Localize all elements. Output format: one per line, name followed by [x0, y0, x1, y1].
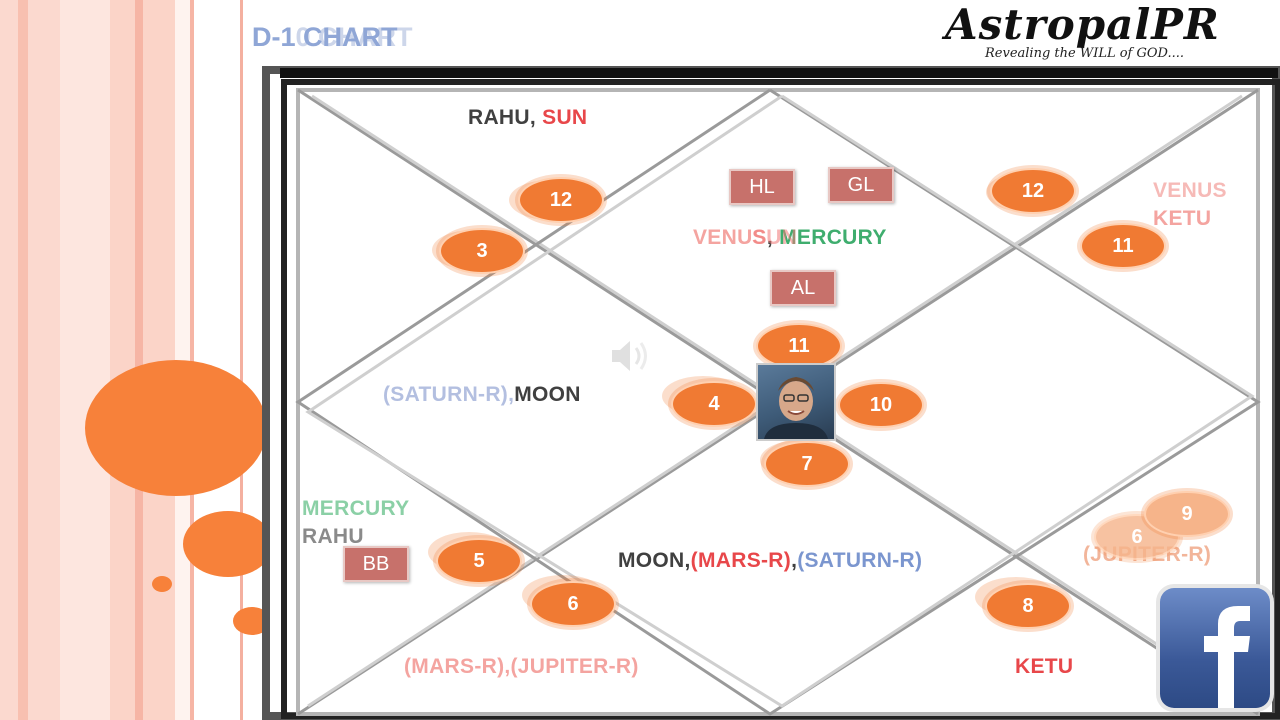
- avatar-image: [758, 365, 834, 439]
- speaker-icon[interactable]: [608, 336, 654, 376]
- gl-box: GL: [828, 167, 894, 203]
- al-box: AL: [770, 270, 836, 306]
- bb-box: BB: [343, 546, 409, 582]
- hl-box: HL: [729, 169, 795, 205]
- house-number-oval: 6: [530, 581, 616, 627]
- planet-saturn-r: (SATURN-R),: [383, 383, 514, 406]
- placement-bottom-left-side: MERCURY RAHU: [302, 495, 410, 551]
- house-number: 12: [550, 189, 572, 211]
- house-number: 3: [476, 240, 487, 262]
- house-number-oval: 5: [436, 538, 522, 584]
- planet-saturn-r-2: (SATURN-R): [797, 549, 922, 572]
- logo-tagline: Revealing the WILL of GOD....: [985, 46, 1184, 61]
- decorative-circle-large: [85, 360, 267, 496]
- planet-mars-r: (MARS-R): [691, 549, 791, 572]
- planet-sun: SUN: [542, 106, 587, 129]
- house-number: 9: [1181, 503, 1192, 525]
- house-number-oval: 9: [1144, 491, 1230, 537]
- placement-top-left: RAHU, SUN: [468, 106, 587, 130]
- facebook-icon[interactable]: [1160, 588, 1270, 708]
- planet-ketu: KETU: [1153, 205, 1227, 233]
- house-number: 12: [1022, 180, 1044, 202]
- planet-moon-2: MOON,: [618, 549, 691, 572]
- house-number-oval: 11: [1080, 223, 1166, 269]
- house-number-oval: 10: [838, 382, 924, 428]
- placement-left: (SATURN-R),MOON: [383, 383, 581, 407]
- placement-bottom-left: (MARS-R),(JUPITER-R): [404, 655, 639, 679]
- house-number-oval: 12: [990, 168, 1076, 214]
- house-number-oval: 8: [985, 583, 1071, 629]
- page-title-text: D-1 CHART: [252, 22, 398, 52]
- planet-venus: VENUS: [1153, 177, 1227, 205]
- house-number-oval: 3: [439, 228, 525, 274]
- planet-mercury-2: MERCURY: [302, 495, 410, 523]
- placement-bottom-center: MOON,(MARS-R),(SATURN-R): [618, 549, 922, 573]
- logo: AstropalPR: [945, 0, 1220, 49]
- house-number: 8: [1022, 595, 1033, 617]
- planet-moon: MOON: [514, 383, 581, 406]
- decorative-circle-tiny: [152, 576, 172, 592]
- house-number: 7: [801, 453, 812, 475]
- planet-sun-ghost: SUN: [752, 226, 797, 250]
- house-number: 5: [473, 550, 484, 572]
- house-number-oval: 4: [671, 381, 757, 427]
- house-number: 6: [1131, 526, 1142, 548]
- house-number: 11: [1112, 235, 1133, 257]
- planet-rahu: RAHU,: [468, 106, 536, 129]
- house-number: 11: [788, 335, 809, 357]
- decorative-circle-medium: [183, 511, 273, 577]
- page-title: D-1 CHART: [252, 22, 398, 53]
- facebook-logo: [1160, 588, 1270, 708]
- placement-bottom-right: KETU: [1015, 655, 1073, 679]
- house-number: 6: [567, 593, 578, 615]
- house-number: 4: [708, 393, 719, 415]
- house-number-oval: 12: [518, 177, 604, 223]
- placement-top-right: VENUS KETU: [1153, 177, 1227, 233]
- house-number: 10: [870, 394, 892, 416]
- house-number-oval: 7: [764, 441, 850, 487]
- avatar: [756, 363, 836, 441]
